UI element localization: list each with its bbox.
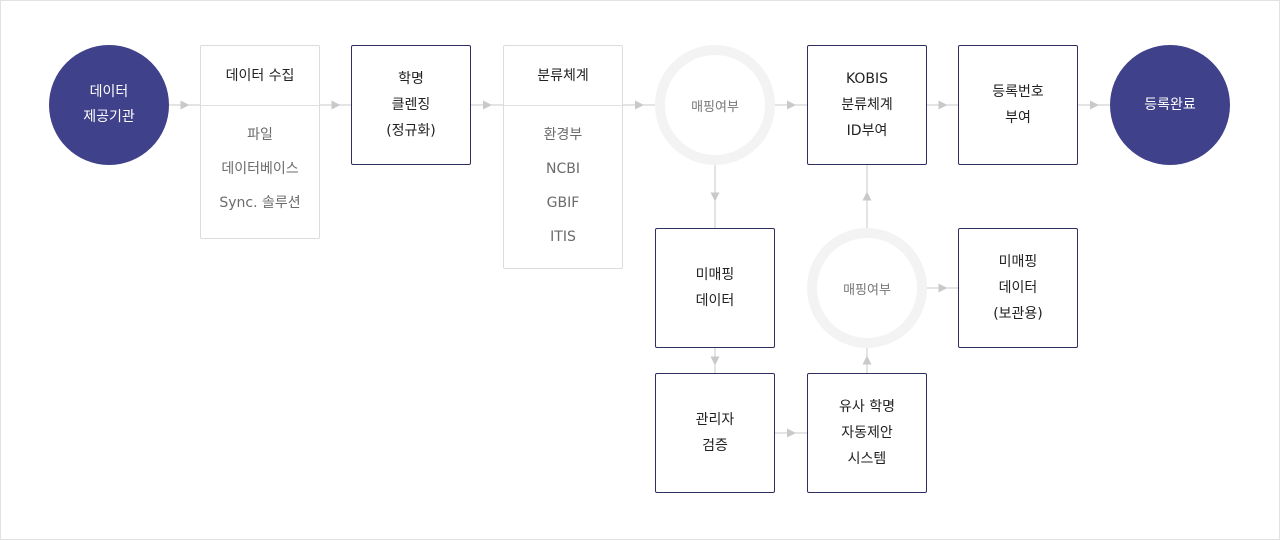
node-label-line: 검증 bbox=[702, 438, 728, 454]
panel-item: Sync. 솔루션 bbox=[219, 195, 301, 211]
node-registration-complete: 등록완료 bbox=[1110, 45, 1230, 165]
arrowhead bbox=[710, 192, 720, 202]
node-label-line: 부여 bbox=[1005, 110, 1031, 126]
arrowhead bbox=[180, 100, 190, 110]
node-kobis-id: KOBIS 분류체계 ID부여 bbox=[807, 45, 927, 165]
node-label-line: 시스템 bbox=[847, 451, 887, 467]
panel-item: 파일 bbox=[247, 127, 273, 143]
edge-mapping-check-1-to-unmapped-data bbox=[710, 165, 720, 228]
node-label-line: 제공기관 bbox=[83, 109, 135, 125]
edge-unmapped-data-to-admin-verification bbox=[710, 348, 720, 373]
node-label-line: 관리자 bbox=[695, 412, 735, 428]
arrowhead bbox=[787, 428, 796, 438]
node-label-line: 데이터 bbox=[998, 280, 1038, 296]
node-label-line: 클렌징 bbox=[391, 97, 431, 113]
node-label-line: 데이터 bbox=[89, 84, 129, 100]
node-label-line: ID부여 bbox=[846, 123, 888, 139]
panel-title: 데이터 수집 bbox=[225, 68, 295, 84]
arrowhead bbox=[862, 355, 872, 365]
arrowhead bbox=[938, 100, 948, 110]
arrowhead bbox=[787, 100, 796, 110]
edge-mapping-check-2-to-kobis-id bbox=[862, 165, 872, 228]
edge-name-cleansing-to-taxonomy bbox=[471, 100, 503, 110]
panel-item: ITIS bbox=[550, 229, 576, 245]
edge-admin-verification-to-auto-suggest-system bbox=[775, 428, 807, 438]
edge-auto-suggest-system-to-mapping-check-2 bbox=[862, 348, 872, 373]
node-label-line: 학명 bbox=[398, 71, 424, 87]
node-label-line: KOBIS bbox=[845, 71, 889, 87]
node-label-line: 매핑여부 bbox=[691, 99, 739, 115]
arrowhead bbox=[710, 356, 720, 366]
node-label-line: 미매핑 bbox=[695, 267, 735, 283]
panel-divider bbox=[201, 105, 319, 106]
node-label-line: 자동제안 bbox=[841, 425, 893, 441]
panel-item: NCBI bbox=[546, 161, 580, 177]
panel-title: 분류체계 bbox=[537, 68, 589, 84]
panel-item: GBIF bbox=[546, 195, 580, 211]
node-mapping-check-2: 매핑여부 bbox=[807, 228, 927, 348]
arrowhead bbox=[331, 100, 341, 110]
node-label-line: 분류체계 bbox=[841, 97, 893, 113]
node-label-line: 등록완료 bbox=[1144, 96, 1196, 113]
node-label-line: (보관용) bbox=[993, 306, 1043, 322]
edge-taxonomy-to-mapping-check-1 bbox=[623, 100, 655, 110]
node-label-line: (정규화) bbox=[386, 123, 436, 139]
edge-kobis-id-to-registration-number bbox=[927, 100, 958, 110]
arrowhead bbox=[1090, 100, 1099, 110]
edge-mapping-check-2-to-unmapped-data-stored bbox=[927, 283, 958, 293]
panel-item: 데이터베이스 bbox=[221, 161, 299, 177]
panel-divider bbox=[504, 105, 622, 106]
edge-mapping-check-1-to-kobis-id bbox=[775, 100, 807, 110]
edge-registration-number-to-registration-complete bbox=[1078, 100, 1110, 110]
node-label-line: 데이터 bbox=[695, 293, 735, 309]
arrowhead bbox=[938, 283, 948, 293]
edge-data-collection-to-name-cleansing bbox=[320, 100, 351, 110]
node-mapping-check-1: 매핑여부 bbox=[655, 45, 775, 165]
arrowhead bbox=[862, 191, 872, 201]
node-label-line: 매핑여부 bbox=[843, 282, 891, 298]
panel-item: 환경부 bbox=[543, 127, 583, 143]
node-label-line: 등록번호 bbox=[992, 84, 1044, 100]
edge-data-provider-to-data-collection bbox=[169, 100, 200, 110]
arrowhead bbox=[483, 100, 492, 110]
node-label-line: 미매핑 bbox=[998, 254, 1038, 270]
arrowhead bbox=[635, 100, 644, 110]
node-label-line: 유사 학명 bbox=[839, 399, 895, 415]
